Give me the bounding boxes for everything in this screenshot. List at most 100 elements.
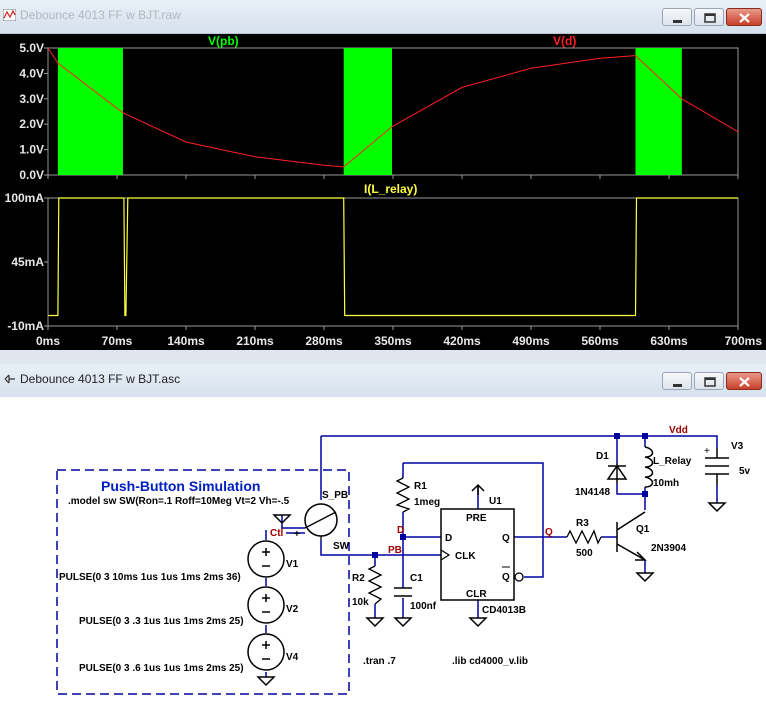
x-tick-label: 140ms xyxy=(167,334,205,348)
v4-name[interactable]: V4 xyxy=(286,652,299,663)
q1-transistor-icon[interactable] xyxy=(616,511,647,561)
maximize-button[interactable] xyxy=(694,8,724,26)
v4-pulse[interactable]: PULSE(0 3 .6 1us 1us 1ms 2ms 25) xyxy=(79,663,244,674)
junctions xyxy=(372,433,648,558)
v3-battery-icon[interactable]: + xyxy=(704,446,729,485)
vd-trace-label[interactable]: V(d) xyxy=(553,34,576,48)
x-tick-label: 630ms xyxy=(650,334,688,348)
v2-pulse[interactable]: PULSE(0 3 .3 1us 1us 1ms 2ms 25) xyxy=(79,616,244,627)
u1-d-pin: D xyxy=(445,533,452,544)
clr-ground-icon xyxy=(468,617,488,628)
top-y-tick-label: 3.0V xyxy=(19,92,44,106)
d-wire xyxy=(402,512,441,538)
r2-value[interactable]: 10k xyxy=(352,597,369,608)
u1-flipflop-icon[interactable] xyxy=(440,508,515,601)
v3-value[interactable]: 5v xyxy=(739,466,751,477)
c1-name[interactable]: C1 xyxy=(410,573,423,584)
x-tick-label: 0ms xyxy=(36,334,60,348)
q-net-label[interactable]: Q xyxy=(545,527,553,538)
v3-ground-icon xyxy=(707,502,727,513)
u1-part[interactable]: CD4013B xyxy=(482,605,526,616)
minimize-button[interactable] xyxy=(662,8,692,26)
r1-name[interactable]: R1 xyxy=(414,481,427,492)
collector-wire xyxy=(616,483,646,510)
pushbutton-sim-box xyxy=(56,469,350,695)
x-tick-label: 70ms xyxy=(102,334,133,348)
u1-qbar-pin: Q xyxy=(502,572,510,583)
plot-window-titlebar[interactable]: Debounce 4013 FF w BJT.raw xyxy=(0,0,766,34)
vpb-pulse-block xyxy=(343,48,393,175)
minimize-icon xyxy=(673,20,682,23)
schematic-minimize-button[interactable] xyxy=(662,372,692,390)
r2-name[interactable]: R2 xyxy=(352,573,365,584)
relay-inductor-icon[interactable] xyxy=(644,446,654,488)
v-sources[interactable] xyxy=(247,540,285,671)
r2-resistor-icon[interactable] xyxy=(367,565,383,605)
minimize-icon xyxy=(673,384,682,387)
x-tick-label: 280ms xyxy=(305,334,343,348)
sw-pin-label: SW xyxy=(333,541,350,552)
restore-icon xyxy=(704,13,716,23)
q1-name[interactable]: Q1 xyxy=(636,524,650,535)
vd-series-line xyxy=(47,47,739,168)
schematic-window-title: Debounce 4013 FF w BJT.asc xyxy=(20,372,181,386)
r3-value[interactable]: 500 xyxy=(576,548,593,559)
schematic-canvas[interactable]: Push-Button Simulation .model sw SW(Ron=… xyxy=(0,397,766,709)
c1-value[interactable]: 100nf xyxy=(410,601,437,612)
v1-name[interactable]: V1 xyxy=(286,559,299,570)
v3-name[interactable]: V3 xyxy=(731,441,744,452)
v1-pulse[interactable]: PULSE(0 3 10ms 1us 1us 1ms 2ms 36) xyxy=(59,572,241,583)
top-pane-frame xyxy=(47,47,739,176)
r3-resistor-icon[interactable] xyxy=(566,529,602,545)
r1-value[interactable]: 1meg xyxy=(414,497,440,508)
u1-clk-pin: CLK xyxy=(455,551,476,562)
u1-name[interactable]: U1 xyxy=(489,496,502,507)
ctl-label[interactable]: Ctl xyxy=(270,528,284,539)
v2-source-icon xyxy=(247,586,285,624)
ctl-ground-icon xyxy=(272,514,292,525)
switch-plus: + xyxy=(294,529,300,540)
waveform-plot[interactable]: V(pb) V(d) I(L_relay) 5.0V4.0V3.0V2.0V1.… xyxy=(0,34,766,350)
emitter-ground-icon xyxy=(635,572,655,583)
d1-name[interactable]: D1 xyxy=(596,451,609,462)
schematic-window-titlebar[interactable]: Debounce 4013 FF w BJT.asc xyxy=(0,364,766,398)
vpb-pulse-block xyxy=(57,48,123,175)
r1-resistor-icon[interactable] xyxy=(395,477,411,513)
irelay-trace-label[interactable]: I(L_relay) xyxy=(364,182,417,196)
vdd-net-label[interactable]: Vdd xyxy=(669,425,688,436)
close-icon xyxy=(739,377,750,387)
u1-clr-pin: CLR xyxy=(466,589,487,600)
model-directive[interactable]: .model sw SW(Ron=.1 Roff=10Meg Vt=2 Vh=-… xyxy=(68,496,290,507)
c1-capacitor-icon[interactable] xyxy=(394,587,412,597)
d-net-label[interactable]: D xyxy=(397,525,404,536)
tran-directive[interactable]: .tran .7 xyxy=(363,656,396,667)
switch-name[interactable]: S_PB xyxy=(322,490,348,501)
top-y-tick-label: 5.0V xyxy=(19,41,44,55)
irelay-series-line xyxy=(48,197,738,317)
x-tick-label: 420ms xyxy=(443,334,481,348)
r3-name[interactable]: R3 xyxy=(576,518,589,529)
lib-directive[interactable]: .lib cd4000_v.lib xyxy=(452,656,528,667)
x-tick-label: 210ms xyxy=(236,334,274,348)
d1-part[interactable]: 1N4148 xyxy=(575,487,610,498)
x-tick-label: 560ms xyxy=(581,334,619,348)
schematic-maximize-button[interactable] xyxy=(694,372,724,390)
schematic-close-button[interactable] xyxy=(726,372,762,390)
window-gap xyxy=(0,350,766,364)
wires xyxy=(265,435,718,677)
d1-diode-icon[interactable] xyxy=(606,463,628,483)
top-y-tick-label: 4.0V xyxy=(19,66,44,80)
relay-name[interactable]: L_Relay xyxy=(653,456,692,467)
relay-value[interactable]: 10mh xyxy=(653,478,679,489)
qbar-feedback-wire xyxy=(403,462,544,578)
u1-pre-pin: PRE xyxy=(466,513,487,524)
q1-part[interactable]: 2N3904 xyxy=(651,543,686,554)
clk-triangle-icon xyxy=(440,549,451,561)
pb-net-label[interactable]: PB xyxy=(388,545,402,556)
close-button[interactable] xyxy=(726,8,762,26)
schematic-app-icon xyxy=(4,374,15,384)
vpb-trace-label[interactable]: V(pb) xyxy=(208,34,239,48)
v2-name[interactable]: V2 xyxy=(286,604,299,615)
vdd-wire xyxy=(321,435,718,448)
